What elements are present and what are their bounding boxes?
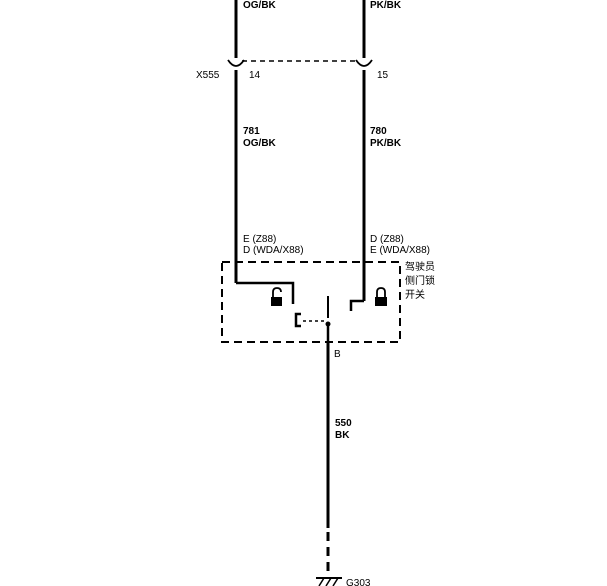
switch-common-pin: B <box>334 349 341 360</box>
connector-name: X555 <box>196 70 220 81</box>
connector-left-pin: 14 <box>249 70 261 81</box>
right-mid-wire-color: PK/BK <box>370 138 402 149</box>
connector-right-pin: 15 <box>377 70 389 81</box>
left-mid-wire-color: OG/BK <box>243 138 277 149</box>
ground-icon <box>316 577 342 586</box>
connector-pin-left-symbol <box>227 59 245 67</box>
switch-right-pin-line2: E (WDA/X88) <box>370 245 430 256</box>
switch-right-pin-line1: D (Z88) <box>370 234 404 245</box>
right-top-wire-color: PK/BK <box>370 0 402 11</box>
switch-name-line2: 侧门锁 <box>405 274 435 287</box>
lock-icon <box>375 287 387 306</box>
switch-left-contact <box>236 281 295 304</box>
left-top-wire-color: OG/BK <box>243 0 277 11</box>
left-mid-wire-number: 781 <box>243 126 260 137</box>
switch-left-pin-line1: E (Z88) <box>243 234 276 245</box>
switch-right-contact <box>349 299 364 311</box>
switch-component-box <box>221 261 401 343</box>
ground-name: G303 <box>346 578 371 586</box>
switch-left-pin-line2: D (WDA/X88) <box>243 245 304 256</box>
unlock-icon <box>271 287 282 306</box>
ground-wire-color: BK <box>335 430 350 441</box>
ground-wire-number: 550 <box>335 418 352 429</box>
switch-contact-bracket <box>294 312 301 328</box>
switch-name-line3: 开关 <box>405 288 425 301</box>
right-mid-wire-number: 780 <box>370 126 387 137</box>
connector-pin-right-symbol <box>355 59 373 67</box>
switch-name-line1: 驾驶员 <box>405 260 435 273</box>
